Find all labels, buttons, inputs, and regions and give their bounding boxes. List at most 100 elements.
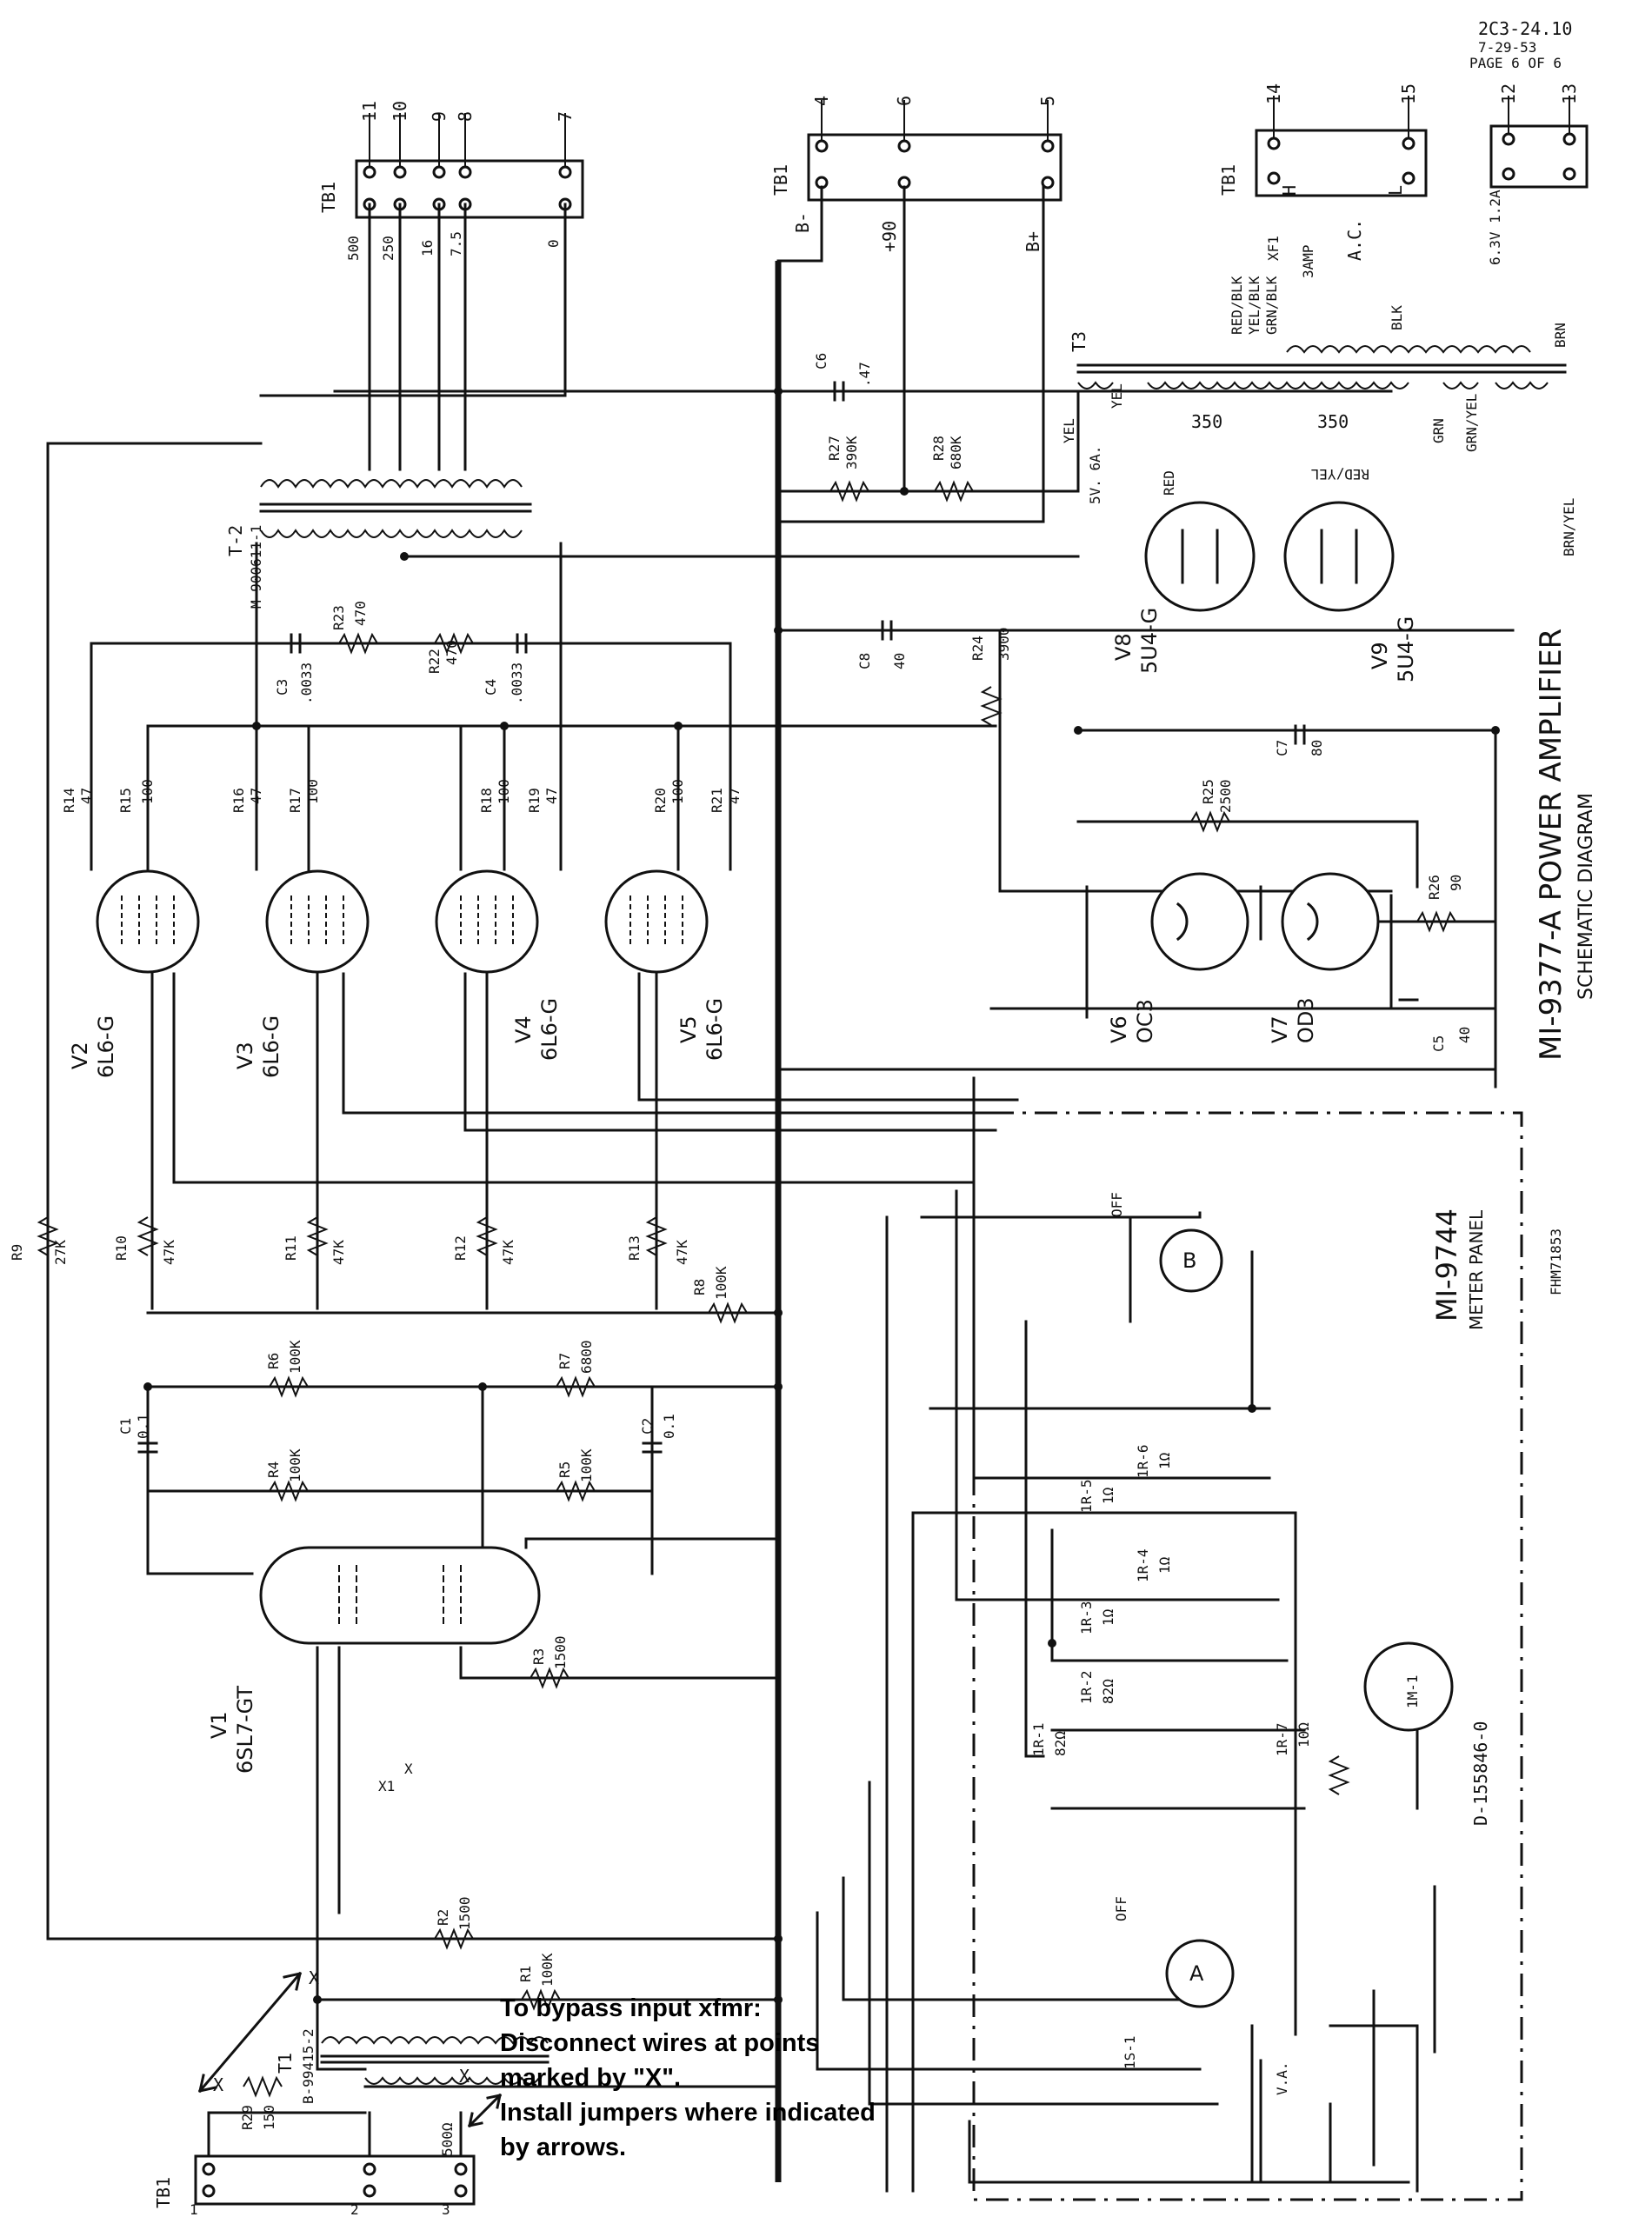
input-terminal-numbers: 1 2 3 bbox=[190, 2201, 450, 2217]
svg-text:1R-6: 1R-6 bbox=[1135, 1444, 1151, 1478]
svg-text:C3: C3 bbox=[274, 679, 290, 696]
tube-v6: V6 OC3 bbox=[1107, 872, 1249, 1043]
terminal-9: 9 bbox=[429, 111, 450, 122]
svg-text:0.1: 0.1 bbox=[661, 1414, 677, 1439]
v3-type: 6L6-G bbox=[259, 1015, 283, 1078]
tb1-ac-board: TB1 14 15 H L A.C. bbox=[1218, 83, 1428, 261]
svg-text:150: 150 bbox=[261, 2105, 277, 2130]
svg-text:R19: R19 bbox=[526, 788, 543, 813]
svg-text:BRN/YEL: BRN/YEL bbox=[1561, 498, 1577, 556]
svg-text:47: 47 bbox=[726, 788, 743, 804]
terminal-4: 4 bbox=[811, 96, 832, 106]
svg-text:R18: R18 bbox=[478, 788, 495, 813]
svg-text:90: 90 bbox=[1448, 875, 1464, 891]
tb1-filament-board: 12 13 6.3V 1.2A bbox=[1487, 83, 1589, 265]
svg-text:GRN/BLK: GRN/BLK bbox=[1263, 276, 1280, 335]
fuse-name: XF1 bbox=[1265, 236, 1282, 261]
svg-text:47K: 47K bbox=[330, 1240, 347, 1265]
v5-ref: V5 bbox=[676, 1015, 701, 1043]
title-block: MI-9377-A POWER AMPLIFIER SCHEMATIC DIAG… bbox=[1534, 629, 1597, 1061]
tube-v8: V8 5U4-G bbox=[1111, 501, 1256, 674]
t2-name: T-2 bbox=[225, 525, 246, 556]
t1-name: T1 bbox=[275, 2053, 296, 2074]
t1-imp: 500Ω bbox=[439, 2122, 456, 2156]
tube-v5: V5 6L6-G bbox=[604, 869, 727, 1061]
t3-sec-b: 350 bbox=[1317, 411, 1349, 432]
tap-250: 250 bbox=[380, 236, 396, 261]
svg-text:R15: R15 bbox=[117, 788, 134, 813]
v8-type: 5U4-G bbox=[1137, 608, 1162, 674]
svg-text:3900: 3900 bbox=[996, 627, 1012, 661]
meter-shunt-labels: 1R-1 82Ω 1R-2 82Ω 1R-3 1Ω 1R-4 1Ω 1R-5 1… bbox=[1030, 1444, 1312, 1756]
terminal-5: 5 bbox=[1037, 96, 1058, 106]
svg-text:TB1: TB1 bbox=[153, 2177, 174, 2208]
svg-text:1R-7: 1R-7 bbox=[1274, 1722, 1290, 1756]
svg-text:X: X bbox=[404, 1761, 413, 1777]
terminal-15: 15 bbox=[1398, 83, 1419, 104]
v2-ref: V2 bbox=[68, 1042, 92, 1069]
tap-0: 0 bbox=[545, 239, 562, 248]
svg-text:47K: 47K bbox=[500, 1240, 516, 1265]
terminal-12: 12 bbox=[1498, 83, 1519, 104]
svg-text:YEL: YEL bbox=[1061, 418, 1077, 443]
switch-a-label: A bbox=[1189, 1961, 1204, 1986]
svg-text:C4: C4 bbox=[483, 679, 499, 696]
note-line-4: Install jumpers where indicated bbox=[500, 2099, 876, 2127]
svg-text:RED: RED bbox=[1161, 470, 1177, 496]
v1-ref: V1 bbox=[207, 1711, 231, 1739]
svg-text:R29: R29 bbox=[239, 2105, 256, 2130]
svg-text:82Ω: 82Ω bbox=[1100, 1679, 1116, 1704]
label-filament: 6.3V 1.2A bbox=[1487, 190, 1503, 265]
tb1-output-board: TB1 11 10 9 8 7 500 250 16 7.5 0 bbox=[318, 101, 584, 261]
svg-text:R25: R25 bbox=[1200, 779, 1216, 804]
svg-text:1R-2: 1R-2 bbox=[1078, 1670, 1095, 1704]
svg-text:470: 470 bbox=[352, 601, 369, 626]
svg-text:1R-1: 1R-1 bbox=[1030, 1722, 1047, 1756]
svg-text:390K: 390K bbox=[843, 436, 860, 469]
doc-page: PAGE 6 OF 6 bbox=[1469, 55, 1562, 71]
note-line-2: Disconnect wires at points bbox=[500, 2029, 820, 2057]
svg-text:R28: R28 bbox=[930, 436, 947, 461]
svg-text:10Ω: 10Ω bbox=[1296, 1722, 1312, 1748]
svg-text:1R-5: 1R-5 bbox=[1078, 1479, 1095, 1513]
svg-text:47K: 47K bbox=[674, 1240, 690, 1265]
input-transformer-t1: T1 B-99415-2 500Ω X X X bbox=[197, 1967, 550, 2156]
svg-text:TB1: TB1 bbox=[770, 164, 791, 196]
v9-type: 5U4-G bbox=[1394, 616, 1418, 682]
meter-panel-subtitle: METER PANEL bbox=[1466, 1209, 1487, 1330]
note-line-3: marked by "X". bbox=[500, 2064, 682, 2092]
svg-text:1Ω: 1Ω bbox=[1100, 1487, 1116, 1504]
terminal-8: 8 bbox=[455, 111, 476, 122]
terminal-10: 10 bbox=[390, 101, 410, 122]
label-b-plus: B+ bbox=[1023, 231, 1043, 252]
switch-b-label: B bbox=[1182, 1248, 1196, 1273]
svg-text:1Ω: 1Ω bbox=[1100, 1608, 1116, 1626]
label-h: H bbox=[1279, 185, 1300, 196]
svg-text:40: 40 bbox=[1456, 1027, 1473, 1043]
doc-number: 2C3-24.10 bbox=[1478, 18, 1572, 39]
svg-text:R7: R7 bbox=[556, 1353, 573, 1369]
terminal-11: 11 bbox=[359, 101, 380, 122]
svg-text:1500: 1500 bbox=[456, 1896, 473, 1930]
svg-text:FHM71853: FHM71853 bbox=[1548, 1228, 1564, 1295]
meter-panel-label: MI-9744 METER PANEL bbox=[1430, 1208, 1487, 1330]
v4-type: 6L6-G bbox=[537, 998, 562, 1061]
svg-text:TB1: TB1 bbox=[318, 182, 339, 213]
terminal-6: 6 bbox=[894, 96, 915, 106]
svg-text:.0033: .0033 bbox=[509, 662, 525, 704]
note-line-5: by arrows. bbox=[500, 2134, 627, 2161]
fuse-rating: 3AMP bbox=[1300, 244, 1316, 278]
svg-text:X: X bbox=[213, 2074, 223, 2095]
terminal-14: 14 bbox=[1263, 83, 1284, 104]
svg-text:BLK: BLK bbox=[1389, 305, 1405, 330]
svg-text:2500: 2500 bbox=[1217, 779, 1234, 813]
svg-text:R17: R17 bbox=[287, 788, 303, 813]
svg-text:100K: 100K bbox=[713, 1266, 729, 1300]
svg-text:100K: 100K bbox=[287, 1448, 303, 1482]
svg-text:X1: X1 bbox=[378, 1778, 395, 1794]
svg-text:C8: C8 bbox=[856, 653, 873, 669]
svg-text:R2: R2 bbox=[435, 1909, 451, 1926]
tube-v1: V1 6SL7-GT bbox=[207, 1546, 541, 1774]
svg-text:YEL: YEL bbox=[1109, 383, 1125, 409]
svg-text:1R-4: 1R-4 bbox=[1135, 1548, 1151, 1582]
